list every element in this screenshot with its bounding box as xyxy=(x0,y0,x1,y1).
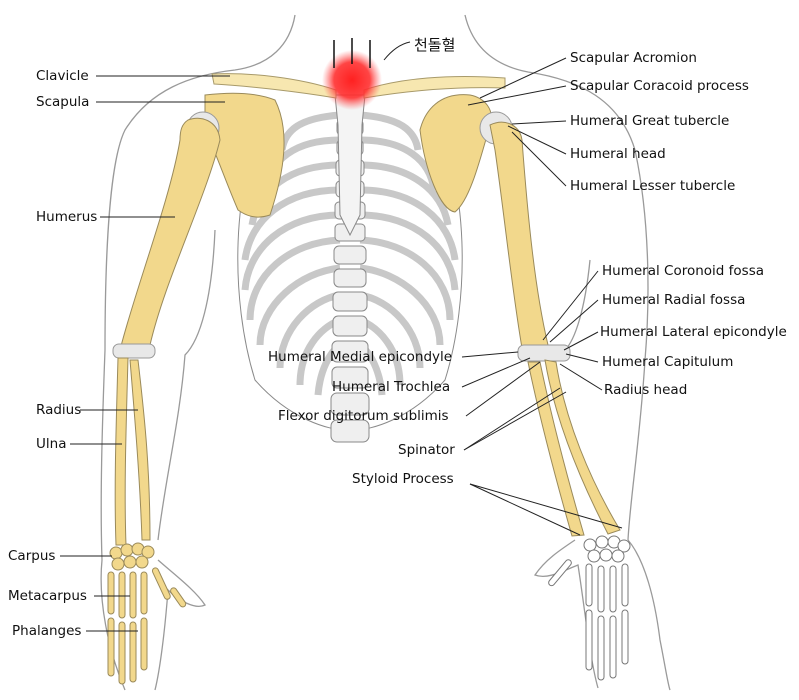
label-humeral-medial-epicondyle: Humeral Medial epicondyle xyxy=(268,349,452,365)
left-ulna xyxy=(114,357,129,546)
label-humeral-lesser-tubercle: Humeral Lesser tubercle xyxy=(570,178,735,194)
right-elbow xyxy=(517,344,571,362)
label-spinator: Spinator xyxy=(398,442,455,458)
label-humeral-capitulum: Humeral Capitulum xyxy=(602,354,733,370)
label-phalanges: Phalanges xyxy=(12,623,81,639)
sternum xyxy=(334,94,366,237)
label-clavicle: Clavicle xyxy=(36,68,89,84)
label-scapula: Scapula xyxy=(36,94,89,110)
label-humeral-coronoid-fossa: Humeral Coronoid fossa xyxy=(602,263,764,279)
left-hand-bones xyxy=(107,567,187,685)
label-humeral-radial-fossa: Humeral Radial fossa xyxy=(602,292,745,308)
label-humeral-lateral-epicondyle: Humeral Lateral epicondyle xyxy=(600,324,787,340)
leader-lines xyxy=(60,57,623,632)
label-metacarpus: Metacarpus xyxy=(8,588,87,604)
right-hand-bones xyxy=(548,535,631,681)
acupoint-highlight xyxy=(322,50,382,110)
label-scapular-acromion: Scapular Acromion xyxy=(570,50,697,66)
left-humerus xyxy=(119,117,221,351)
label-humerus: Humerus xyxy=(36,209,97,225)
right-radius xyxy=(544,359,621,535)
right-humerus xyxy=(489,121,549,349)
acupoint-marks xyxy=(333,38,371,68)
right-clavicle xyxy=(363,76,506,99)
label-humeral-great-tubercle: Humeral Great tubercle xyxy=(570,113,729,129)
label-carpus: Carpus xyxy=(8,548,55,564)
label-styloid-process: Styloid Process xyxy=(352,471,454,487)
label-ulna: Ulna xyxy=(36,436,66,452)
label-radius: Radius xyxy=(36,402,81,418)
rib-cage xyxy=(237,109,463,431)
annotation-arrow xyxy=(383,41,411,61)
left-radius xyxy=(129,359,151,541)
label-scapular-coracoid: Scapular Coracoid process xyxy=(570,78,749,94)
label-humeral-head: Humeral head xyxy=(570,146,666,162)
left-scapula xyxy=(204,92,285,218)
label-flexor-digitorum: Flexor digitorum sublimis xyxy=(278,408,449,424)
left-elbow xyxy=(112,343,156,359)
label-humeral-trochlea: Humeral Trochlea xyxy=(332,379,450,395)
korean-annotation: 천돌혈 xyxy=(414,36,455,54)
left-carpus xyxy=(109,542,155,571)
label-radius-head: Radius head xyxy=(604,382,687,398)
